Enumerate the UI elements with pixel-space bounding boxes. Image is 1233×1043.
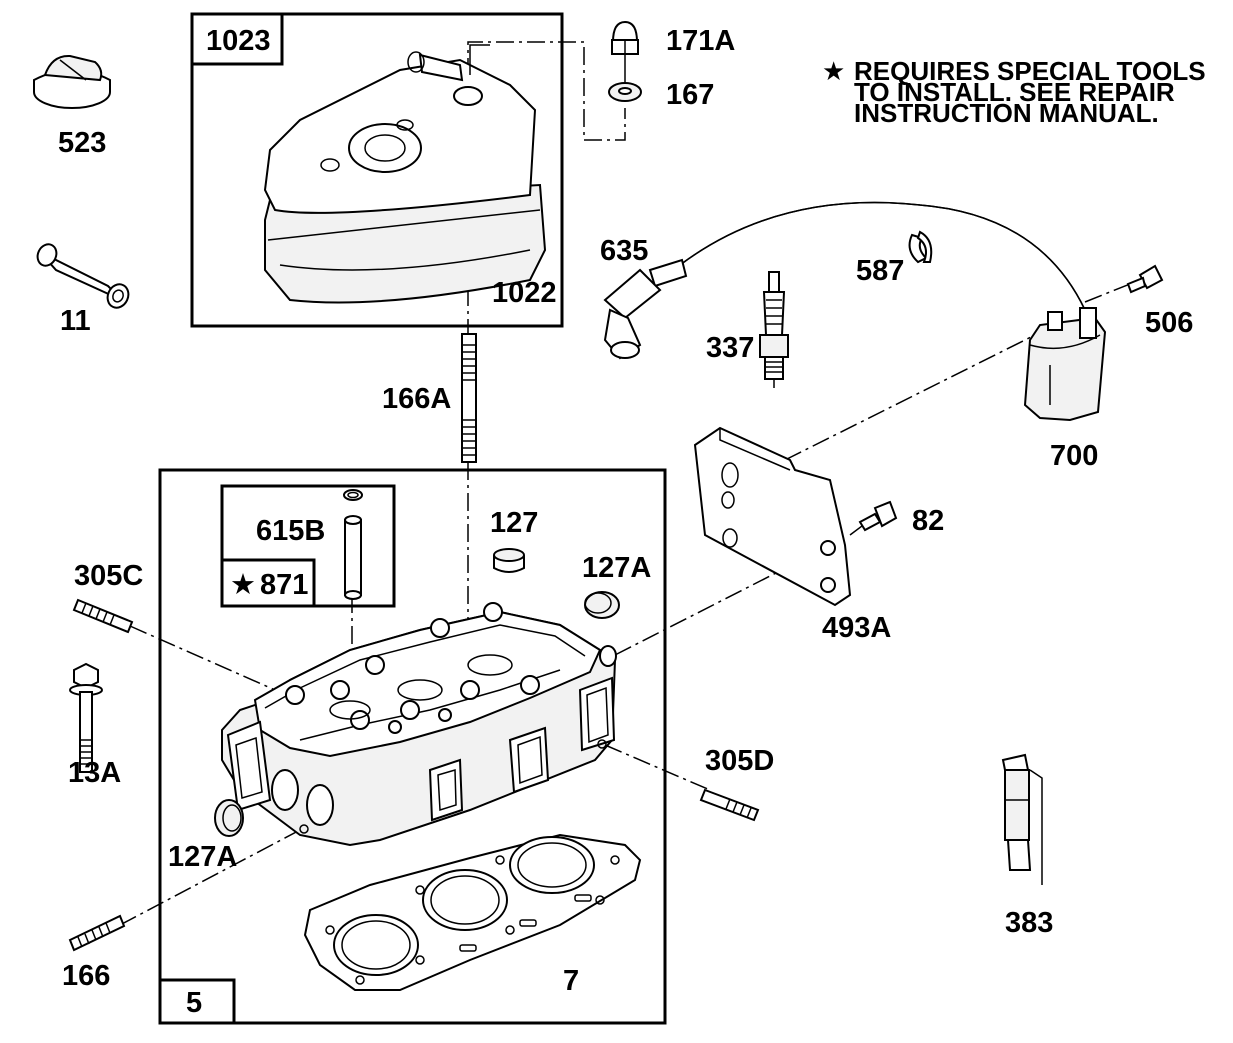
ref-box-871 <box>220 558 316 608</box>
label-171A: 171A <box>666 25 735 57</box>
label-127: 127 <box>490 507 538 539</box>
label-166: 166 <box>62 960 110 992</box>
label-1023: 1023 <box>206 25 271 57</box>
note-line-3: INSTRUCTION MANUAL. <box>854 98 1159 128</box>
label-166A: 166A <box>382 383 451 415</box>
flange-bolt-part <box>69 662 103 773</box>
coil-bracket-part <box>693 426 852 607</box>
ref-box-1023 <box>190 12 284 66</box>
label-1022: 1022 <box>492 277 557 309</box>
label-82: 82 <box>912 505 944 537</box>
expansion-plug-127-part <box>493 548 525 573</box>
cylinder-head-part <box>221 602 617 847</box>
label-337: 337 <box>706 332 754 364</box>
label-871: 871 <box>260 569 308 601</box>
stud-305C-part <box>72 598 134 634</box>
head-gasket-part <box>303 833 642 991</box>
label-11: 11 <box>60 305 91 337</box>
stud-305D-part <box>699 788 760 822</box>
note-line-2: TO INSTALL. SEE REPAIR <box>854 77 1175 107</box>
wire-clip-part <box>908 230 933 264</box>
spark-plug-part <box>759 271 789 388</box>
expansion-plug-127A-top-part <box>584 591 620 619</box>
note-star: ★ <box>822 56 845 86</box>
label-493A: 493A <box>822 612 891 644</box>
washer-part <box>608 82 642 102</box>
ignition-coil-part <box>1023 307 1107 422</box>
label-506: 506 <box>1145 307 1193 339</box>
label-383: 383 <box>1005 907 1053 939</box>
ref-box-5 <box>158 978 236 1025</box>
note-line-1: REQUIRES SPECIAL TOOLS <box>854 56 1206 86</box>
stud-part <box>461 333 477 463</box>
label-127A-top: 127A <box>582 552 651 584</box>
label-587: 587 <box>856 255 904 287</box>
ignition-lead-part <box>603 201 1086 360</box>
special-tool-part <box>1001 753 1043 885</box>
dowel-sleeve-part <box>36 243 130 309</box>
stud-166-part <box>68 914 126 952</box>
label-305C: 305C <box>74 560 143 592</box>
valve-guide-part <box>344 515 362 600</box>
acorn-nut-part <box>611 20 639 55</box>
special-tools-note: ★ REQUIRES SPECIAL TOOLS TO INSTALL. SEE… <box>822 56 1206 128</box>
label-523: 523 <box>58 127 106 159</box>
label-615B: 615B <box>256 515 325 547</box>
label-871-star: ★ <box>230 569 256 601</box>
label-700: 700 <box>1050 440 1098 472</box>
oil-fill-cap-part <box>33 54 111 109</box>
label-7: 7 <box>563 965 579 997</box>
valve-cover-assembly-box <box>190 12 564 328</box>
retainer-ring-part <box>343 489 363 501</box>
label-635: 635 <box>600 235 648 267</box>
part-labels: 1023 1022 171A 167 523 11 635 587 337 50… <box>58 25 1193 1019</box>
label-5: 5 <box>186 987 202 1019</box>
label-13A: 13A <box>68 757 121 789</box>
coil-screw-part <box>1126 264 1164 294</box>
cylinder-head-assembly-box <box>158 468 667 1025</box>
label-305D: 305D <box>705 745 774 777</box>
expansion-plug-127A-bottom-part <box>214 799 244 837</box>
valve-cover-part <box>263 44 547 304</box>
label-127A-bottom: 127A <box>168 841 237 873</box>
label-167: 167 <box>666 79 714 111</box>
bracket-screw-part <box>858 500 898 532</box>
